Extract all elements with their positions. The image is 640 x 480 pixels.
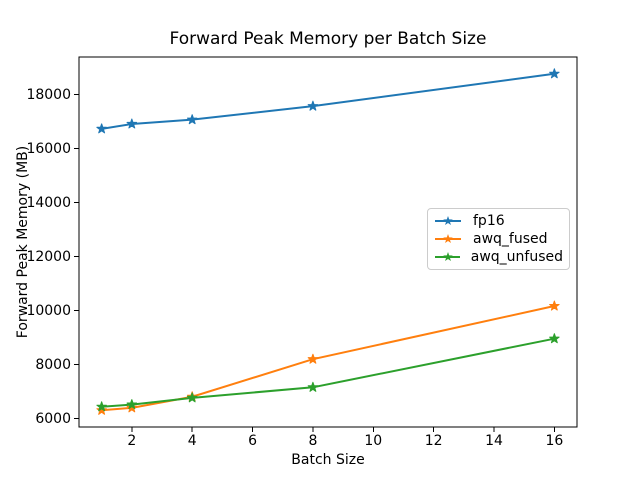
series-awq_unfused-marker <box>307 381 319 392</box>
star-marker-icon <box>443 252 453 262</box>
y-tick-label: 14000 <box>26 195 71 211</box>
legend-item-awq_unfused: awq_unfused <box>434 248 563 266</box>
x-axis-label: Batch Size <box>291 452 365 468</box>
legend-item-awq_fused: awq_fused <box>434 230 563 248</box>
x-tick-label: 6 <box>248 433 257 449</box>
legend-label-awq_unfused: awq_unfused <box>470 249 563 265</box>
series-fp16-marker <box>96 123 107 134</box>
y-tick-label: 12000 <box>26 249 71 265</box>
legend-label-awq_fused: awq_fused <box>473 231 548 247</box>
series-awq_fused-marker <box>96 404 107 415</box>
series-fp16-marker <box>307 100 319 111</box>
x-tick-label: 10 <box>364 433 382 449</box>
chart-title: Forward Peak Memory per Batch Size <box>169 29 487 49</box>
series-fp16-marker <box>549 68 560 79</box>
series-fp16-marker <box>186 114 198 125</box>
x-tick-label: 8 <box>308 433 317 449</box>
x-tick-label: 14 <box>485 433 503 449</box>
series-awq_fused-marker <box>126 402 138 413</box>
legend-line-sample-icon <box>435 234 461 244</box>
legend: fp16 awq_fused awq_unfused <box>427 208 570 270</box>
x-tick-label: 12 <box>425 433 443 449</box>
series-awq_unfused-marker <box>126 399 138 410</box>
y-tick-label: 18000 <box>26 87 71 103</box>
x-tick-label: 2 <box>127 433 136 449</box>
series-awq_fused-marker <box>307 353 319 364</box>
legend-line-sample-icon <box>435 216 461 226</box>
series-awq_unfused-marker <box>186 392 198 403</box>
y-tick-label: 16000 <box>26 141 71 157</box>
y-tick-label: 10000 <box>26 303 71 319</box>
y-tick-label: 6000 <box>35 411 71 427</box>
x-tick-label: 4 <box>188 433 197 449</box>
y-tick-label: 8000 <box>35 357 71 373</box>
legend-line-sample-icon <box>435 252 460 262</box>
series-fp16-marker <box>126 118 138 129</box>
star-marker-icon <box>443 234 453 244</box>
legend-item-fp16: fp16 <box>434 212 563 230</box>
y-axis-label: Forward Peak Memory (MB) <box>15 145 31 339</box>
x-tick-label: 16 <box>545 433 563 449</box>
legend-label-fp16: fp16 <box>473 213 505 229</box>
star-marker-icon <box>443 216 453 226</box>
series-awq_unfused-marker <box>96 401 107 412</box>
series-awq_fused-marker <box>549 300 560 311</box>
series-awq_unfused-marker <box>549 333 560 344</box>
